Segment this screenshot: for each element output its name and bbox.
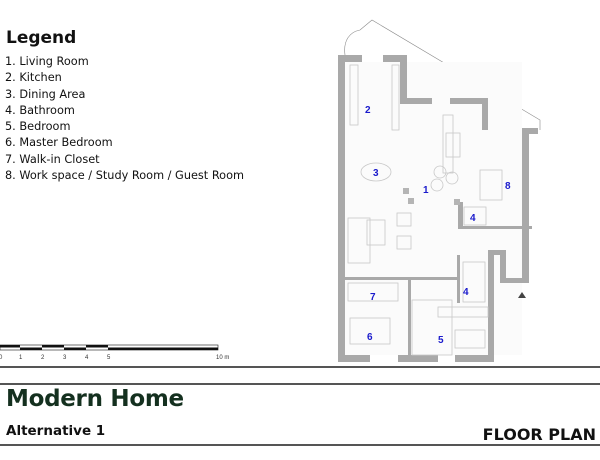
room-labels: 1 2 3 4 4 5 6 7 8 — [365, 105, 511, 346]
scale-end-label: 10 m — [216, 355, 230, 361]
legend-item: 1. Living Room — [5, 55, 89, 68]
scale-tick: 1 — [19, 355, 23, 361]
walls — [338, 55, 538, 362]
room-label-master-bedroom: 6 — [367, 332, 373, 343]
furniture — [347, 64, 503, 356]
divider — [0, 383, 600, 385]
legend-item: 6. Master Bedroom — [5, 136, 113, 150]
room-label-bedroom: 5 — [438, 335, 444, 346]
room-label-kitchen: 2 — [365, 105, 371, 116]
legend-title: Legend — [6, 28, 77, 48]
legend-list: 1. Living Room 2. Kitchen 3. Dining Area… — [5, 54, 244, 184]
room-label-dining: 3 — [373, 168, 379, 179]
north-arrow-icon — [518, 292, 526, 298]
room-label-workspace: 8 — [505, 181, 511, 192]
scale-tick: 4 — [85, 355, 89, 361]
columns — [403, 188, 460, 205]
room-label-bathroom: 4 — [470, 213, 476, 224]
legend-item: 8. Work space / Study Room / Guest Room — [5, 169, 244, 183]
divider — [0, 444, 600, 446]
room-label-bathroom-2: 4 — [463, 287, 469, 298]
room-label-living: 1 — [423, 185, 429, 196]
subtitle: Alternative 1 — [6, 423, 106, 439]
scale-tick: 5 — [107, 355, 111, 361]
legend-item: 5. Bedroom — [5, 120, 71, 134]
legend-item: 2. Kitchen — [5, 71, 62, 85]
scale-bar — [0, 344, 219, 351]
legend-item: 3. Dining Area — [5, 87, 86, 101]
floor-area — [345, 62, 522, 355]
scale-tick: 3 — [63, 355, 67, 361]
legend-item: 7. Walk-in Closet — [5, 152, 100, 166]
room-label-closet: 7 — [370, 292, 376, 303]
scale-tick: 2 — [41, 355, 45, 361]
terrace-outline — [344, 19, 541, 130]
legend-item: 4. Bathroom — [5, 103, 75, 117]
divider — [0, 366, 600, 368]
sheet-title: FLOOR PLAN — [482, 425, 596, 444]
scale-tick: 0 — [0, 355, 3, 361]
project-title: Modern Home — [6, 386, 184, 412]
